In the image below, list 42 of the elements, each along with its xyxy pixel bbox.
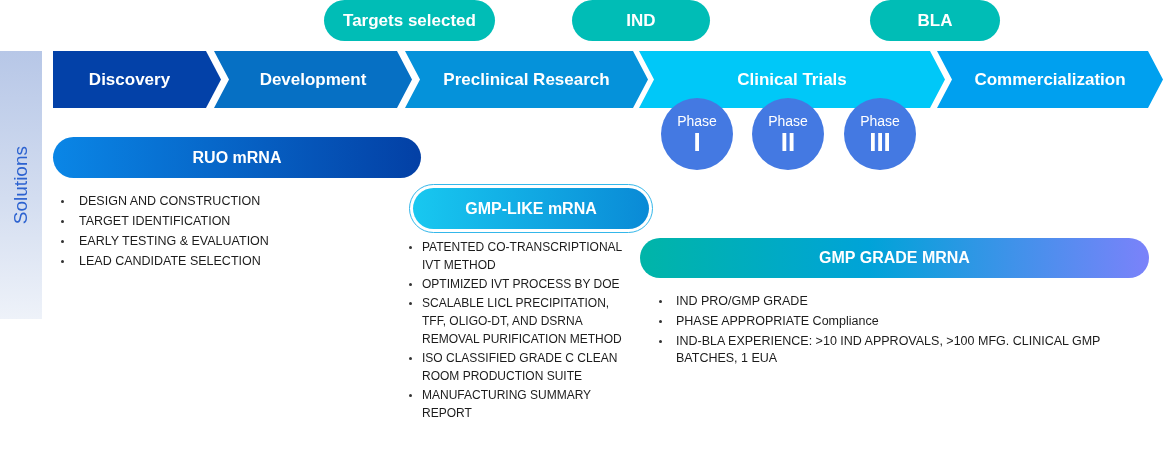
list-item-text: TARGET IDENTIFICATION	[79, 213, 232, 229]
product-pill	[409, 184, 653, 233]
milestone-pill	[324, 0, 495, 41]
step-label: Development	[259, 69, 367, 90]
process-step	[214, 51, 412, 108]
side-band	[0, 51, 42, 319]
list-item-text: PATENTED CO-TRANSCRIPTIONAL IVT METHOD	[422, 239, 623, 274]
product-label: GMP GRADE MRNA	[819, 249, 970, 267]
product-label: RUO mRNA	[192, 148, 282, 167]
list-item-text: DESIGN AND CONSTRUCTION	[79, 193, 262, 209]
process-step	[639, 51, 945, 108]
list-item-text: MANUFACTURING SUMMARY REPORT	[422, 387, 592, 422]
product-label: GMP-LIKE mRNA	[465, 199, 597, 218]
list-item-text: LEAD CANDIDATE SELECTION	[79, 253, 262, 269]
list-item-text: OPTIMIZED IVT PROCESS BY DOE	[422, 276, 621, 293]
process-step	[937, 51, 1163, 108]
list-item-text: PHASE APPROPRIATE Compliance	[676, 313, 880, 330]
milestone-pill	[572, 0, 710, 41]
step-label: Preclinical Research	[443, 69, 610, 90]
list-item-text: IND-BLA EXPERIENCE: >10 IND APPROVALS, >100 MFG. CLINICAL GMP BATCHES, 1 EUA	[676, 333, 1102, 367]
process-step	[405, 51, 648, 108]
milestone-pill	[870, 0, 1000, 41]
phase-label: Phase	[768, 113, 808, 129]
step-label: Discovery	[88, 69, 171, 90]
step-label: Clinical Trials	[737, 69, 847, 90]
list-item-text: SCALABLE LICL PRECIPITATION, TFF, OLIGO-DT, AND DSRNA REMOVAL PURIFICATION METHOD	[422, 295, 623, 348]
band-label: Solutions	[10, 145, 32, 225]
milestone-label: IND	[626, 10, 656, 31]
step-label: Commercialization	[974, 69, 1126, 90]
phase-numeral: II	[780, 129, 796, 155]
list-item-text: IND PRO/GMP GRADE	[676, 293, 809, 310]
phase-numeral: I	[693, 129, 701, 155]
phase-numeral: III	[869, 129, 891, 155]
phase-label: Phase	[860, 113, 900, 129]
milestone-label: Targets selected	[343, 10, 476, 31]
list-item-text: EARLY TESTING & EVALUATION	[79, 233, 270, 249]
process-step	[53, 51, 221, 108]
list-item-text: ISO CLASSIFIED GRADE C CLEAN ROOM PRODUCTION SUITE	[422, 350, 619, 385]
phase-label: Phase	[677, 113, 717, 129]
product-pill	[53, 137, 421, 178]
milestone-label: BLA	[917, 10, 953, 31]
product-pill	[640, 238, 1149, 278]
